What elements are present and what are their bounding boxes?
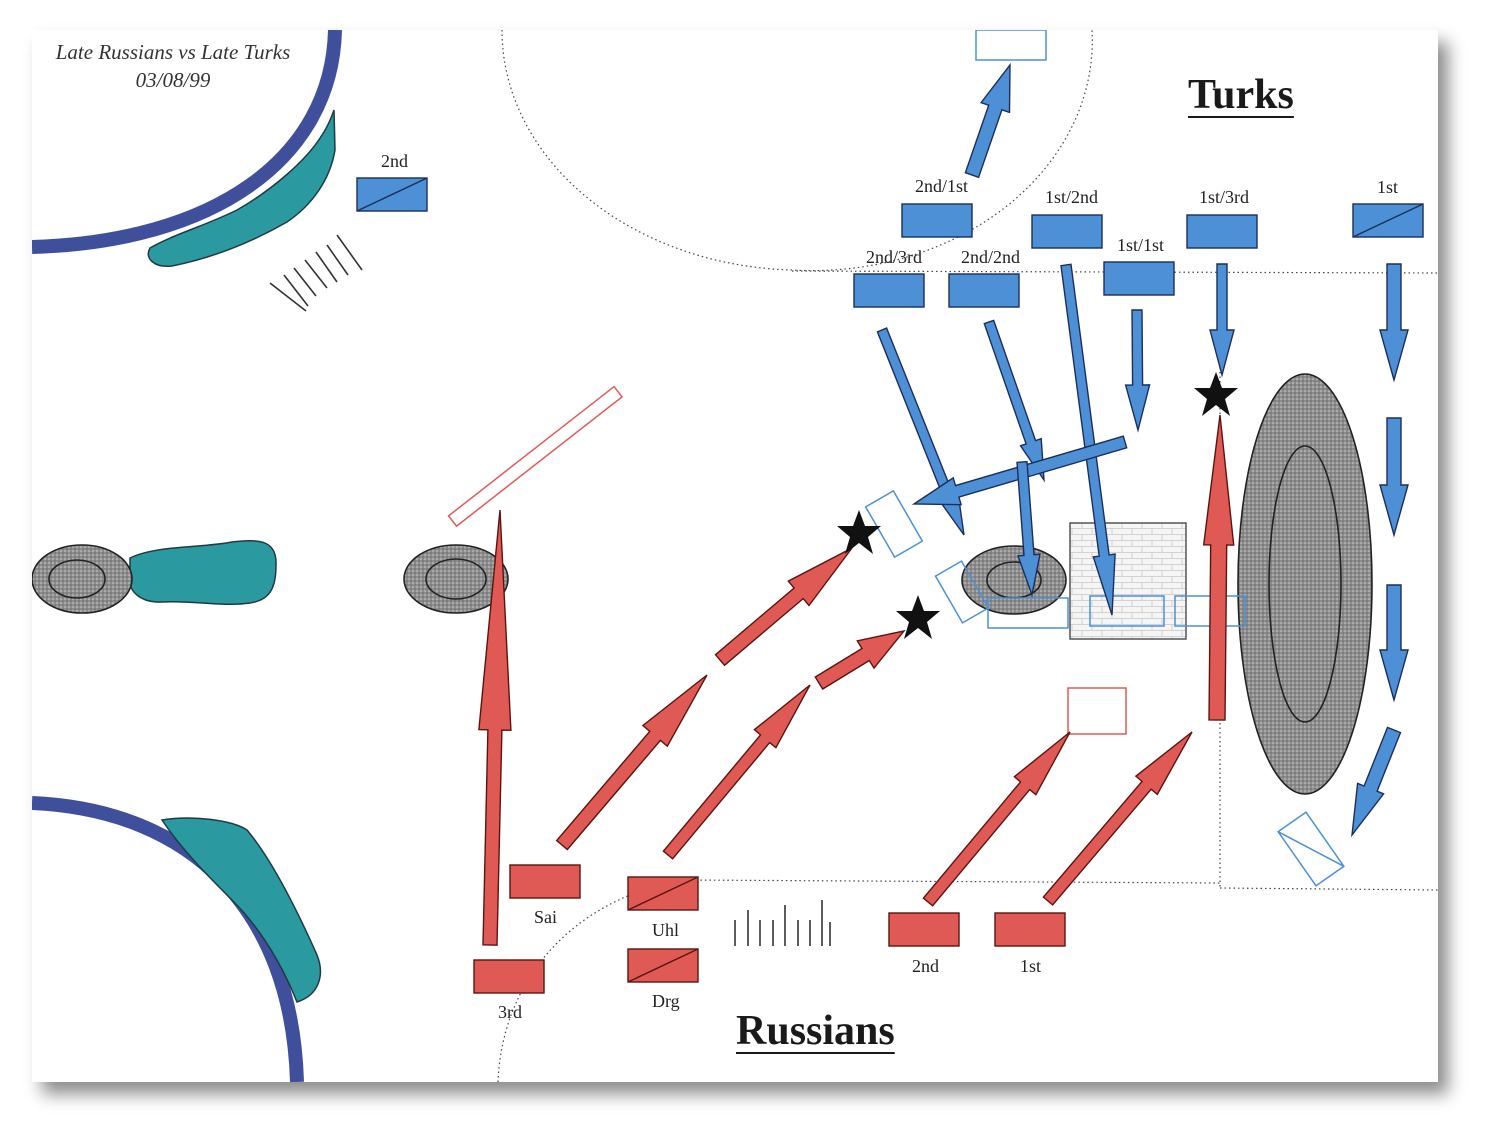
battle-arrow-icon xyxy=(1060,263,1116,616)
hills xyxy=(32,373,1373,795)
ghost-turk-town-mid xyxy=(1089,595,1165,627)
skirmish-marks-turk xyxy=(269,234,363,312)
combat-stars xyxy=(837,372,1238,639)
ghost-turk-tilted-1 xyxy=(864,489,924,559)
battle-arrow-icon xyxy=(1379,584,1409,703)
battle-arrow-icon xyxy=(964,62,1011,179)
battle-arrow-icon xyxy=(662,684,811,860)
russian-unit-drg-diagonal xyxy=(627,948,699,983)
battle-arrow-icon xyxy=(1124,309,1151,433)
russian-unit-label: Sai xyxy=(534,907,558,927)
battle-arrow-icon xyxy=(814,629,906,690)
turk-unit-label: 1st/1st xyxy=(1117,235,1165,255)
turk-unit-label: 1st/3rd xyxy=(1199,187,1250,207)
map-date: 03/08/99 xyxy=(135,68,211,92)
turk-unit-2nd-3rd xyxy=(853,273,925,308)
turk-unit-2nd-2nd xyxy=(948,273,1020,308)
turk-unit-2nd-diagonal xyxy=(356,177,428,212)
turk-unit-1st-diagonal xyxy=(1352,203,1424,238)
turk-unit-label: 1st/2nd xyxy=(1045,187,1099,207)
battle-arrow-icon xyxy=(478,509,512,946)
turks-label: Turks xyxy=(1188,72,1294,118)
battle-arrow-icon xyxy=(1202,414,1235,721)
water-features xyxy=(129,109,336,1003)
battle-map xyxy=(32,30,1438,1082)
turk-unit-label: 2nd xyxy=(381,151,408,171)
marsh-middle-left xyxy=(129,539,277,605)
russian-units xyxy=(473,864,1066,994)
turk-arrows xyxy=(876,62,1409,838)
russian-unit-label: 1st xyxy=(1020,956,1042,976)
turk-unit-1st-1st xyxy=(1103,261,1175,296)
battle-arrow-icon xyxy=(1209,263,1235,378)
russian-unit-3rd xyxy=(473,959,545,994)
boundary-lower-line xyxy=(1219,887,1438,891)
battle-arrow-icon xyxy=(1379,417,1409,538)
turk-unit-label: 2nd/1st xyxy=(915,176,969,196)
turk-units xyxy=(356,177,1424,308)
combat-star-icon xyxy=(837,510,881,554)
turk-unit-label: 2nd/3rd xyxy=(866,247,922,267)
russian-arrows xyxy=(478,414,1235,946)
battle-arrow-icon xyxy=(1351,726,1402,838)
ghost-russian-diagonal xyxy=(447,385,624,528)
ghost-units xyxy=(447,30,1345,887)
battle-arrow-icon xyxy=(1379,263,1409,383)
turk-unit-1st-3rd xyxy=(1186,214,1258,249)
russian-unit-uhl-diagonal xyxy=(627,876,699,911)
turk-unit-label: 2nd/2nd xyxy=(961,247,1021,267)
boundary-upper-field xyxy=(501,30,1093,272)
battle-arrow-icon xyxy=(922,731,1071,907)
turk-unit-2nd-1st xyxy=(901,203,973,238)
battle-map-sheet: Late Russians vs Late Turks 03/08/99 Tur… xyxy=(32,30,1438,1082)
russian-unit-label: 3rd xyxy=(498,1002,522,1022)
ghost-turk-bottom-right-diagonal xyxy=(1277,831,1345,867)
ghost-turk-town-left xyxy=(987,597,1069,629)
combat-star-icon xyxy=(1194,372,1238,416)
hill-center-left-crest xyxy=(425,558,487,600)
battle-arrow-icon xyxy=(714,547,853,667)
battle-arrow-icon xyxy=(983,319,1045,483)
russians-label: Russians xyxy=(736,1008,895,1054)
combat-star-icon xyxy=(896,595,940,639)
marsh-top-left xyxy=(147,109,336,267)
marsh-bottom-left xyxy=(160,817,322,1003)
boundary-lower-field xyxy=(497,879,1221,1082)
ghost-turk-tilted-2 xyxy=(934,560,990,624)
russian-unit-label: 2nd xyxy=(912,956,939,976)
town-icon xyxy=(1069,522,1187,640)
battle-arrow-icon xyxy=(1016,460,1041,598)
river-top-left xyxy=(32,30,342,254)
battle-arrow-icon xyxy=(1042,731,1193,906)
ghost-russian-right xyxy=(1067,687,1127,735)
hill-large-right-crest xyxy=(1268,445,1342,723)
russian-unit-label: Drg xyxy=(652,991,680,1011)
ghost-turk-bottom-right xyxy=(1277,811,1345,887)
russian-unit-sai xyxy=(509,864,581,899)
russian-unit-label: Uhl xyxy=(652,920,679,940)
map-title: Late Russians vs Late Turks xyxy=(55,40,291,64)
russian-unit-2nd xyxy=(888,912,960,947)
russian-unit-1st xyxy=(994,912,1066,947)
ghost-turk-top xyxy=(975,30,1047,61)
battle-arrow-icon xyxy=(555,674,708,851)
skirmish-marks-russian xyxy=(734,900,831,946)
hill-left-crest xyxy=(48,559,106,599)
turk-unit-1st-2nd xyxy=(1031,214,1103,249)
turk-unit-label: 1st xyxy=(1377,177,1399,197)
